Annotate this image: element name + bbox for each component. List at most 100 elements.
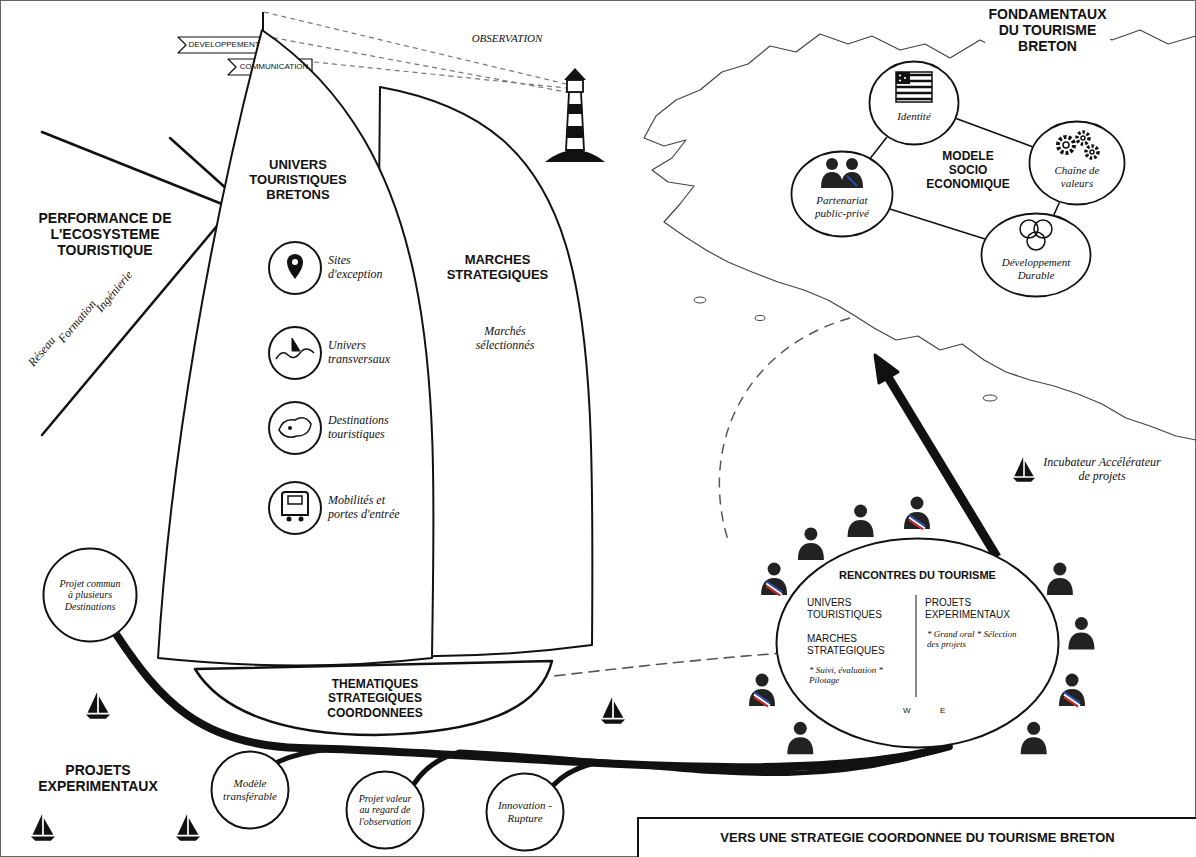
person-body xyxy=(1059,689,1085,706)
person-head xyxy=(1075,617,1088,630)
theme-circle-path xyxy=(269,482,321,534)
axis-label-slot: Ingénierie xyxy=(94,269,136,316)
node-text: Partenariat public-privé xyxy=(802,194,882,219)
node-text-slot: Mobilités et portes d'entrée xyxy=(328,494,404,522)
node-text-slot: Marchés sélectionnés xyxy=(455,325,555,353)
person-body xyxy=(787,737,813,754)
node-text: PERFORMANCE DE L'ECOSYSTEME TOURISTIQUE xyxy=(35,210,175,258)
node-text: UNIVERS TOURISTIQUES xyxy=(807,597,907,620)
node-text: Identité xyxy=(876,110,952,123)
node-text-slot: COMMUNICATION xyxy=(238,62,310,71)
sash-red xyxy=(1064,697,1078,707)
node-text-slot: UNIVERS TOURISTIQUES xyxy=(807,597,907,620)
pillar-circle-outline xyxy=(1028,120,1126,206)
node-text: DEVELOPPEMENT xyxy=(188,40,260,49)
node-text: Projet commun à plusieurs Destinations xyxy=(56,578,124,613)
node-text: Projet valeur au regard de l'observation xyxy=(355,793,415,828)
person-head xyxy=(1027,722,1040,735)
section-heading-slot: FONDAMENTAUX DU TOURISME BRETON xyxy=(985,6,1110,54)
pillar-circle: Partenariat public-privé xyxy=(790,150,894,238)
section-heading: FONDAMENTAUX DU TOURISME BRETON xyxy=(985,6,1110,54)
sash-red xyxy=(766,586,780,596)
boat-hull-path xyxy=(195,661,552,735)
icon-detail xyxy=(904,77,906,79)
project-circle-path xyxy=(44,549,137,642)
big-arrow-head xyxy=(875,355,898,383)
theme-circle: Sites d'exception xyxy=(268,240,418,296)
person-figure xyxy=(848,505,874,538)
node-text-slot: PROJETS EXPERIMENTAUX xyxy=(925,597,1025,620)
theme-circle: Univers transversaux xyxy=(268,325,418,381)
sash-red xyxy=(909,520,923,530)
icon-detail xyxy=(1081,136,1085,140)
person-figure xyxy=(1059,674,1085,707)
node-text-slot: RENCONTRES DU TOURISME xyxy=(830,569,1005,582)
section-heading-slot: MODELE SOCIO ECONOMIQUE xyxy=(922,150,1014,191)
node-text-slot: Projet valeur au regard de l'observation xyxy=(355,793,415,828)
person-body xyxy=(904,512,930,529)
person-body xyxy=(1068,633,1094,650)
person-body xyxy=(761,578,787,595)
sash-white xyxy=(909,518,925,529)
node-text: Marchés sélectionnés xyxy=(455,325,555,353)
link-line xyxy=(1054,203,1059,214)
project-swoosh xyxy=(554,746,949,784)
person-head xyxy=(756,674,769,687)
node-text-slot: Développement Durable xyxy=(992,256,1080,281)
node-text: * Grand oral * Sélection des projets xyxy=(927,629,1027,650)
person-body xyxy=(848,520,874,537)
person-body xyxy=(798,543,824,560)
big-arrow-shaft xyxy=(888,377,997,557)
project-circle: Innovation - Rupture xyxy=(485,772,565,852)
node-text: Mobilités et portes d'entrée xyxy=(328,494,404,522)
annotation: OBSERVATION xyxy=(452,32,562,45)
icon-detail xyxy=(287,254,303,279)
node-text: MARCHES STRATEGIQUES xyxy=(807,633,907,656)
node-text: * Suivi, évaluation * Pilotage xyxy=(809,665,905,686)
main-sail-path xyxy=(158,30,434,666)
node-text-slot: MARCHES STRATEGIQUES xyxy=(807,633,907,656)
icon-detail xyxy=(279,418,311,437)
pillar-circle-outline xyxy=(868,60,960,146)
icon-detail xyxy=(1063,142,1069,148)
node-text-slot: PERFORMANCE DE L'ECOSYSTEME TOURISTIQUE xyxy=(35,210,175,258)
person-head xyxy=(854,505,867,518)
node-text: Modèle transférable xyxy=(221,777,279,802)
sailboat-icon xyxy=(601,697,625,724)
sailboat-icon xyxy=(176,814,200,841)
node-text-slot: Modèle transférable xyxy=(221,777,279,802)
icon-detail xyxy=(841,172,863,188)
node-text: Chaîne de valeurs xyxy=(1040,164,1114,189)
project-circle: Projet commun à plusieurs Destinations xyxy=(42,547,138,643)
node-text: UNIVERS TOURISTIQUES BRETONS xyxy=(238,158,358,203)
dashed-arc xyxy=(719,318,850,540)
compass-letter: W xyxy=(903,706,913,715)
icon-detail xyxy=(288,426,292,430)
node-text: Innovation - Rupture xyxy=(496,799,554,824)
person-figure xyxy=(761,563,787,596)
node-text: THEMATIQUES STRATEGIQUES COORDONNEES xyxy=(300,677,450,720)
island xyxy=(983,395,997,401)
theme-circle-path xyxy=(269,242,321,294)
person-head xyxy=(911,497,924,510)
island xyxy=(694,297,706,303)
icon-detail xyxy=(287,517,292,522)
section-heading-slot: PROJETS EXPERIMENTAUX xyxy=(28,762,168,794)
title-box: VERS UNE STRATEGIE COORDONNEE DU TOURISM… xyxy=(637,817,1196,857)
node-text: RENCONTRES DU TOURISME xyxy=(830,569,1005,582)
node-text-slot: Univers transversaux xyxy=(328,339,404,367)
icon-detail xyxy=(1086,146,1098,158)
node-text: MARCHES STRATEGIQUES xyxy=(435,253,560,283)
node-text: PROJETS EXPERIMENTAUX xyxy=(925,597,1025,620)
project-circle: Projet valeur au regard de l'observation xyxy=(345,770,425,850)
icon-detail xyxy=(1090,150,1094,154)
project-circle: Modèle transférable xyxy=(210,750,290,830)
annotation-slot: Incubateur Accélérateur de projets xyxy=(1040,456,1164,484)
person-figure xyxy=(787,722,813,755)
node-text-slot: * Suivi, évaluation * Pilotage xyxy=(809,665,905,686)
boat-hull: THEMATIQUES STRATEGIQUES COORDONNEES xyxy=(190,655,555,740)
project-circle-path xyxy=(347,772,424,849)
lighthouse-roof xyxy=(564,68,586,80)
